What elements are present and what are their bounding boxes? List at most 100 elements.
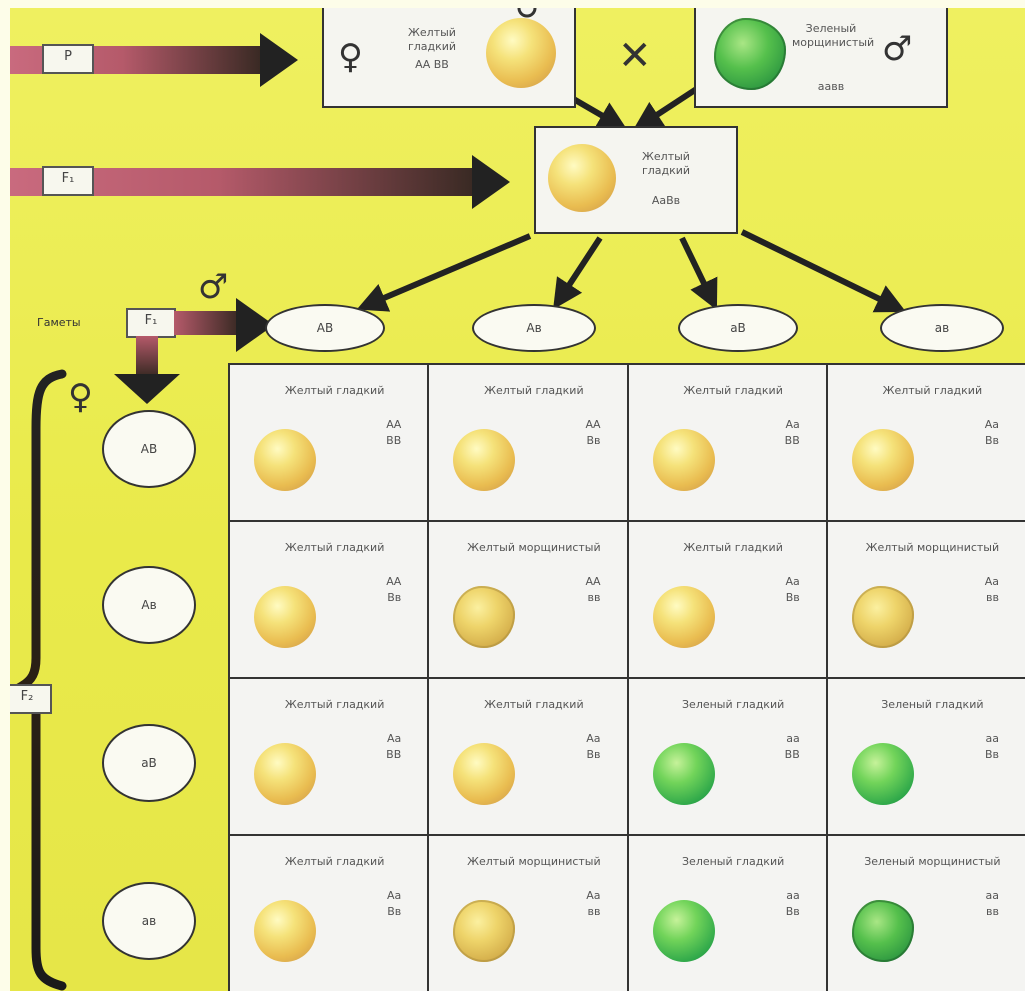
f1-box: Желтый гладкий АаВв: [534, 126, 738, 234]
pea-yellow-smooth-icon: [254, 586, 316, 648]
gametes-label: Гаметы: [37, 316, 81, 329]
genotype-gene-b: ВВ: [784, 434, 800, 447]
cell-phenotype: Желтый гладкий: [284, 855, 385, 868]
genotype-gene-b: ВВ: [784, 748, 800, 761]
genotype-gene-b: вв: [986, 905, 999, 918]
cell-genotype: АА вв: [585, 574, 600, 606]
cell-phenotype: Желтый гладкий: [683, 384, 783, 397]
cell-phenotype: Желтый гладкий: [284, 698, 385, 711]
pea-yellow-wrinkled-icon: [851, 586, 914, 648]
cell-phenotype: Желтый гладкий: [284, 541, 385, 554]
female-gamete: АВ: [102, 410, 196, 488]
arrow-male-parent-to-f1: [632, 85, 700, 131]
pea-yellow-smooth-icon: [254, 900, 316, 962]
cell-phenotype: Желтый гладкий: [683, 541, 783, 554]
cell-phenotype: Зеленый гладкий: [881, 698, 984, 711]
genotype-gene-a: Аа: [386, 889, 402, 902]
genetics-diagram: P F₁ ♀ Желтый гладкий АА ВВ ✕ Зеленый мо…: [10, 8, 1025, 991]
gametes-arrow-band: [174, 311, 238, 335]
genotype-gene-b: ВВ: [386, 434, 402, 447]
female-symbol-icon: ♀: [338, 37, 363, 77]
female-symbol-top-icon: [517, 8, 537, 18]
pea-green-smooth-icon: [652, 900, 715, 962]
pea-yellow-wrinkled-icon: [453, 900, 516, 962]
genotype-gene-b: вв: [986, 591, 999, 604]
arrow-f1-to-gamete-4: [740, 229, 907, 313]
genotype-gene-a: Аа: [785, 418, 800, 431]
genotype-gene-a: аа: [786, 889, 800, 902]
f1-genotype: АаВв: [651, 194, 681, 207]
male-symbol-icon: ♂: [882, 29, 913, 69]
genotype-gene-b: Вв: [387, 591, 402, 604]
male-gamete: Ав: [472, 304, 596, 352]
cell-genotype: АА Вв: [386, 574, 401, 606]
female-gamete: ав: [102, 882, 196, 960]
genotype-gene-a: Аа: [586, 889, 601, 902]
pea-yellow-smooth-icon: [486, 18, 556, 88]
female-gametes-arrow-band: [136, 336, 158, 376]
arrow-f1-to-gamete-2: [553, 236, 603, 310]
genotype-gene-a: АА: [585, 575, 601, 588]
pea-yellow-smooth-icon: [453, 743, 516, 805]
genotype-gene-a: АА: [585, 418, 601, 431]
genotype-gene-a: Аа: [785, 575, 800, 588]
genotype-gene-b: Вв: [387, 905, 402, 918]
cell-phenotype: Зеленый гладкий: [682, 698, 785, 711]
genotype-gene-b: Вв: [984, 434, 999, 447]
genotype-gene-b: вв: [587, 905, 601, 918]
cell-phenotype: Желтый морщинистый: [467, 855, 601, 868]
f1-phenotype: Желтый гладкий: [641, 150, 691, 177]
genotype-gene-b: вв: [587, 591, 601, 604]
pea-yellow-smooth-icon: [652, 429, 715, 491]
cell-phenotype: Зеленый морщинистый: [864, 855, 1001, 868]
female-parent-genotype: АА ВВ: [415, 58, 449, 71]
f1-gametes-label: F₁: [126, 308, 176, 338]
male-parent-genotype: аавв: [817, 80, 845, 93]
genotype-gene-a: Аа: [984, 418, 999, 431]
f1-label: F₁: [42, 166, 94, 196]
pea-yellow-smooth-icon: [652, 586, 715, 648]
arrow-f1-to-gamete-1: [356, 233, 532, 312]
pea-yellow-smooth-icon: [254, 743, 316, 805]
female-parent-phenotype: Желтый гладкий: [407, 26, 457, 53]
male-gamete: ав: [880, 304, 1004, 352]
male-symbol-icon: ♂: [198, 267, 229, 307]
genotype-gene-b: Вв: [586, 748, 601, 761]
genotype-gene-b: Вв: [785, 591, 800, 604]
genotype-gene-a: аа: [985, 732, 999, 745]
arrow-f1-to-gamete-3: [679, 236, 718, 311]
pea-yellow-smooth-icon: [851, 429, 914, 491]
f2-label: F₂: [10, 684, 52, 714]
connector-arrows: [356, 85, 907, 313]
pea-yellow-smooth-icon: [254, 429, 316, 491]
cell-phenotype: Желтый морщинистый: [467, 541, 601, 554]
cell-phenotype: Желтый морщинистый: [865, 541, 1000, 554]
genotype-gene-a: АА: [386, 575, 402, 588]
